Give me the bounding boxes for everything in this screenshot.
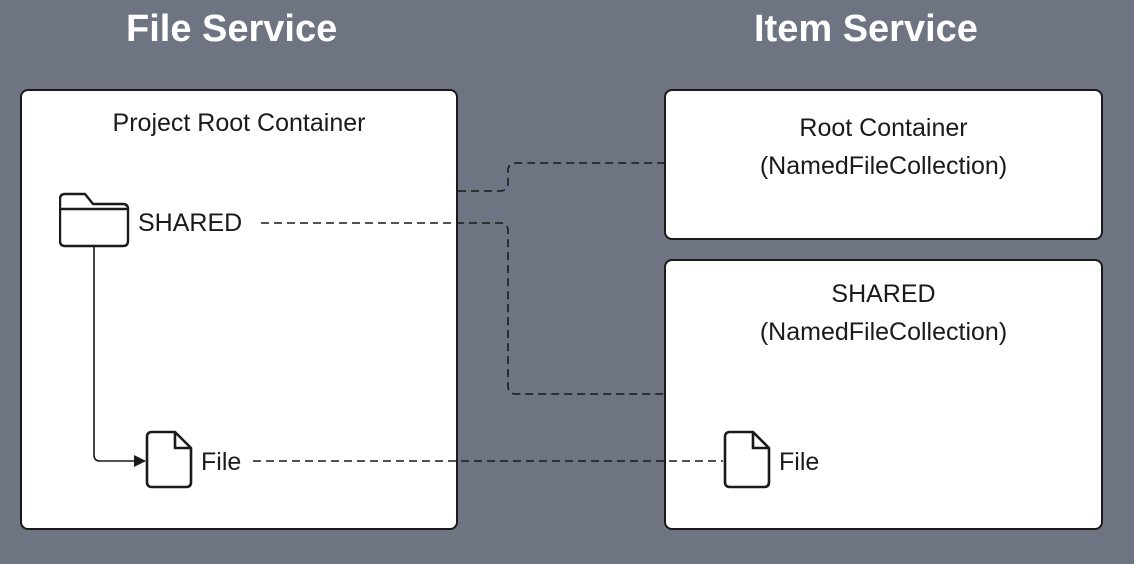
file-label-item-service: File — [779, 448, 820, 476]
file-label-file-service: File — [201, 448, 242, 476]
file-service-heading: File Service — [126, 8, 338, 50]
shared-folder-link — [261, 222, 664, 395]
project-root-container-title: Project Root Container — [112, 109, 366, 137]
shared-folder-label: SHARED — [138, 209, 243, 237]
shared-collection-title-type: (NamedFileCollection) — [759, 318, 1008, 346]
root-container-title: Root Container (NamedFileCollection) — [666, 109, 1101, 185]
item-service-heading: Item Service — [754, 8, 978, 50]
shared-collection-title: SHARED (NamedFileCollection) — [666, 275, 1101, 351]
shared-collection-title-name: SHARED — [831, 280, 936, 308]
root-container-link — [458, 162, 664, 192]
folder-icon — [59, 192, 130, 248]
root-container-title-name: Root Container — [799, 114, 968, 142]
project-root-container-box: Project Root Container — [20, 89, 458, 530]
folder-to-file-arrow — [93, 246, 146, 467]
root-container-title-type: (NamedFileCollection) — [759, 152, 1008, 180]
file-icon — [145, 430, 193, 489]
file-icon — [723, 430, 771, 489]
root-container-box: Root Container (NamedFileCollection) — [664, 89, 1103, 240]
